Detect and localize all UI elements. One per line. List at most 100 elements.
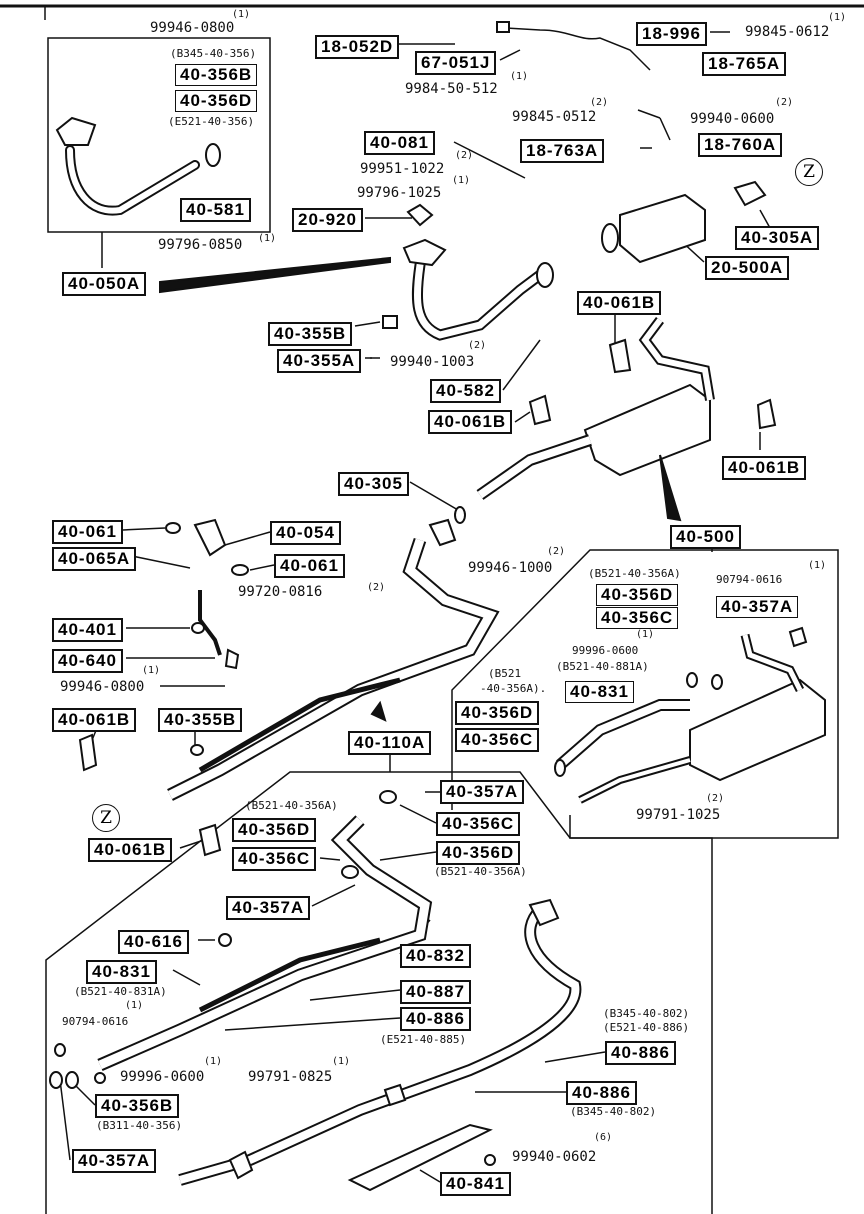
part-number: 99996-0600 <box>572 644 639 657</box>
part-label: 40-887 <box>400 980 471 1004</box>
part-label: 18-763A <box>520 139 605 163</box>
part-label: 40-061 <box>52 520 123 544</box>
part-number: 99996-0600 <box>120 1069 205 1085</box>
variant-note: (B521-40-356A) <box>434 865 527 878</box>
part-label: 20-500A <box>705 256 790 280</box>
part-number: 99796-0850 <box>158 237 243 253</box>
qty: (2) <box>775 97 794 108</box>
variant-note: (E521-40-885) <box>380 1033 467 1046</box>
part-label: 18-996 <box>636 22 707 46</box>
reference-marker-z: Z <box>92 804 120 832</box>
part-label: 40-355B <box>158 708 243 732</box>
part-label: 40-832 <box>400 944 471 968</box>
inset-box-40-110A <box>45 771 713 1214</box>
qty: (2) <box>590 97 609 108</box>
qty: (1) <box>125 1000 144 1011</box>
qty: (1) <box>828 12 847 23</box>
qty: (1) <box>636 629 655 640</box>
part-label: 40-061B <box>428 410 513 434</box>
part-label: 40-581 <box>180 198 251 222</box>
part-number: 99940-0600 <box>690 111 775 127</box>
part-label: 40-355B <box>268 322 353 346</box>
inset-box-front-pipe <box>47 37 271 233</box>
part-number: 99720-0816 <box>238 584 323 600</box>
part-label: 40-061B <box>52 708 137 732</box>
part-label: 40-357A <box>716 596 799 618</box>
part-label: 40-616 <box>118 930 189 954</box>
part-number: 99940-0602 <box>512 1149 597 1165</box>
part-label: 40-061 <box>274 554 345 578</box>
part-number: 99796-1025 <box>357 185 442 201</box>
part-label: 40-305 <box>338 472 409 496</box>
part-label: 40-831 <box>565 681 634 703</box>
variant-note: -40-356A). <box>480 682 547 695</box>
part-label: 18-765A <box>702 52 787 76</box>
part-label: 40-831 <box>86 960 157 984</box>
variant-note: (B345-40-802) <box>570 1105 657 1118</box>
qty: (1) <box>204 1056 223 1067</box>
part-label: 40-061B <box>88 838 173 862</box>
part-number: 99791-1025 <box>636 807 721 823</box>
variant-note: (B521 <box>488 667 522 680</box>
part-label: 67-051J <box>415 51 497 75</box>
qty: (2) <box>547 546 566 557</box>
part-label: 40-640 <box>52 649 123 673</box>
part-label: 40-061B <box>722 456 807 480</box>
variant-note: (E521-40-356) <box>168 115 255 128</box>
part-label: 40-356D <box>436 841 521 865</box>
part-number: 99946-0800 <box>60 679 145 695</box>
part-number: 99940-1003 <box>390 354 475 370</box>
part-label: 40-050A <box>62 272 147 296</box>
part-label: 40-081 <box>364 131 435 155</box>
part-label: 40-357A <box>72 1149 157 1173</box>
variant-note: (B521-40-356A) <box>588 567 681 580</box>
part-number: 99951-1022 <box>360 161 445 177</box>
part-label: 40-356B <box>95 1094 180 1118</box>
part-label: 40-886 <box>566 1081 637 1105</box>
part-label: 40-355A <box>277 349 362 373</box>
variant-note: (E521-40-886) <box>603 1021 690 1034</box>
qty: (2) <box>706 793 725 804</box>
part-number: 90794-0616 <box>62 1015 129 1028</box>
part-label: 40-500 <box>670 525 741 549</box>
qty: (1) <box>452 175 471 186</box>
part-label: 40-065A <box>52 547 137 571</box>
part-label: 40-357A <box>226 896 311 920</box>
variant-note: (B311-40-356) <box>96 1119 183 1132</box>
part-label: 18-760A <box>698 133 783 157</box>
variant-note: (B521-40-831A) <box>74 985 167 998</box>
qty: (1) <box>258 233 277 244</box>
variant-note: (B521-40-881A) <box>556 660 649 673</box>
part-label: 40-356C <box>455 728 540 752</box>
part-label: 40-356D <box>455 701 540 725</box>
part-number: 99791-0825 <box>248 1069 333 1085</box>
qty: (6) <box>594 1132 613 1143</box>
part-label: 40-356D <box>232 818 317 842</box>
reference-marker-z: Z <box>795 158 823 186</box>
qty: (2) <box>468 340 487 351</box>
qty: (1) <box>332 1056 351 1067</box>
part-label: 40-061B <box>577 291 662 315</box>
variant-note: (B521-40-356A) <box>245 799 338 812</box>
part-label: 40-356D <box>596 584 679 606</box>
qty: (2) <box>455 150 474 161</box>
qty: (2) <box>367 582 386 593</box>
part-label: 40-356B <box>175 64 258 86</box>
part-number: 9984-50-512 <box>405 81 498 97</box>
part-label: 40-356C <box>232 847 317 871</box>
components <box>49 21 826 1192</box>
variant-note: (B345-40-802) <box>603 1007 690 1020</box>
part-label: 40-305A <box>735 226 820 250</box>
part-label: 40-886 <box>400 1007 471 1031</box>
qty: (1) <box>232 9 251 20</box>
part-label: 40-110A <box>348 731 432 755</box>
part-number: 90794-0616 <box>716 573 783 586</box>
variant-note: (B345-40-356) <box>170 47 257 60</box>
part-label: 40-356C <box>436 812 521 836</box>
part-number: 99845-0612 <box>745 24 830 40</box>
part-number: 99845-0512 <box>512 109 597 125</box>
part-label: 40-886 <box>605 1041 676 1065</box>
part-label: 40-401 <box>52 618 123 642</box>
part-label: 40-054 <box>270 521 341 545</box>
